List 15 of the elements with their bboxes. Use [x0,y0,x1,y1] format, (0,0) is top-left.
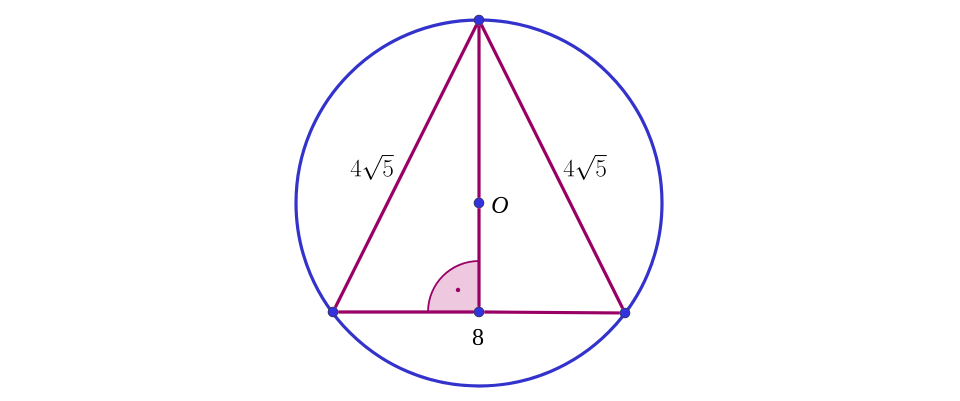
point [620,308,630,318]
segment [338,310,474,314]
segment [484,310,620,315]
segment [477,208,481,307]
point [474,14,484,26]
segment [477,25,481,198]
point-label: O [492,196,508,214]
point [474,306,484,318]
segment [480,24,624,309]
point [328,306,338,318]
edge-label: $4\sqrt{5}$ [564,155,607,180]
edge-label: $4\sqrt{5}$ [350,155,394,180]
segment [334,24,478,308]
length-label: 8 [472,328,484,346]
point [474,198,484,208]
